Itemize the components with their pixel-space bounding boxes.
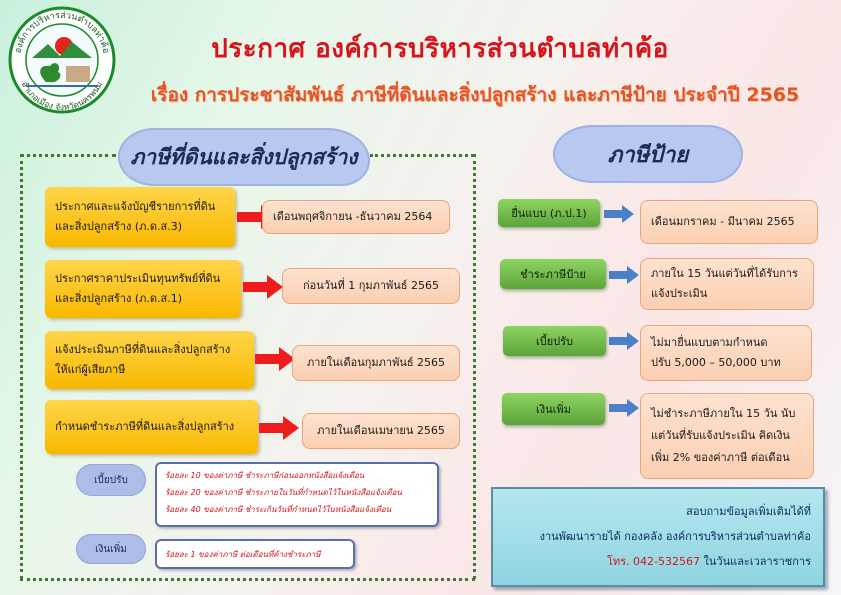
- sign-item-1-result: เดือนมกราคม - มีนาคม 2565: [640, 200, 818, 244]
- blue-arrow-icon: [604, 205, 634, 223]
- blue-arrow-icon: [609, 266, 639, 284]
- blue-arrow-icon: [609, 399, 639, 417]
- sign-item-4-result: ไม่ชำระภาษีภายใน 15 วัน นับ แต่วันที่รับ…: [640, 393, 814, 479]
- frame-top-right: [370, 154, 474, 157]
- contact-line-3: โทร. 042-532567 ในวันและเวลาราชการ: [505, 549, 811, 574]
- contact-line-1: สอบถามข้อมูลเพิ่มเติมได้ที่: [686, 505, 811, 518]
- blue-arrow-icon: [609, 332, 639, 350]
- sign-item-4: เงินเพิ่ม: [502, 393, 605, 425]
- contact-line-2: งานพัฒนารายได้ กองคลัง องค์การบริหารส่วน…: [539, 530, 811, 543]
- land-step-2-result: ก่อนวันที่ 1 กุมภาพันธ์ 2565: [282, 268, 460, 304]
- sign-item-2-result: ภายใน 15 วันแต่วันที่ได้รับการ แจ้งประเม…: [640, 258, 814, 310]
- field-icon: [66, 66, 90, 82]
- land-step-1: ประกาศและแจ้งบัญชีรายการที่ดิน และสิ่งปล…: [45, 187, 235, 247]
- land-step-1-result: เดือนพฤศจิกายน -ธันวาคม 2564: [262, 200, 450, 234]
- tambon-logo: องค์การบริหารส่วนตำบลท่าค้อ อำเภอเมือง จ…: [8, 6, 116, 114]
- land-penalty-label: เบี้ยปรับ: [76, 464, 146, 496]
- frame-bottom: [20, 578, 475, 581]
- sign-item-3: เบี้ยปรับ: [503, 326, 606, 356]
- red-arrow-icon: [243, 275, 283, 299]
- contact-info: สอบถามข้อมูลเพิ่มเติมได้ที่ งานพัฒนารายไ…: [491, 487, 825, 587]
- red-arrow-icon: [259, 416, 299, 440]
- land-penalty-note: ร้อยละ 10 ของค่าภาษี ชำระภาษีก่อนออกหนัง…: [155, 462, 439, 527]
- frame-right: [473, 154, 476, 579]
- land-tax-heading: ภาษีที่ดินและสิ่งปลูกสร้าง: [118, 128, 370, 186]
- sign-item-1: ยื่นแบบ (ภ.ป.1): [498, 199, 600, 227]
- land-surcharge-label: เงินเพิ่ม: [76, 534, 146, 564]
- sign-item-2: ชำระภาษีป้าย: [500, 259, 606, 289]
- page-subtitle: เรื่อง การประชาสัมพันธ์ ภาษีที่ดินและสิ่…: [150, 84, 800, 106]
- contact-phone: โทร. 042-532567: [606, 555, 701, 568]
- contact-hours: ในวันและเวลาราชการ: [703, 555, 811, 568]
- sign-tax-heading: ภาษีป้าย: [553, 125, 743, 183]
- land-step-4-result: ภายในเดือนเมษายน 2565: [302, 413, 460, 449]
- land-surcharge-note: ร้อยละ 1 ของค่าภาษี ต่อเดือนที่ค้างชำระภ…: [155, 539, 355, 569]
- sign-item-3-result: ไม่มายื่นแบบตามกำหนด ปรับ 5,000 – 50,000…: [640, 325, 812, 381]
- land-step-4: กำหนดชำระภาษีที่ดินและสิ่งปลูกสร้าง: [45, 400, 258, 454]
- land-step-3: แจ้งประเมินภาษีที่ดินและสิ่งปลูกสร้าง ให…: [45, 331, 254, 389]
- mountain-icon: [32, 42, 92, 58]
- tree-icon: [40, 63, 61, 83]
- frame-top-left: [20, 154, 116, 157]
- red-arrow-icon: [255, 347, 295, 371]
- land-step-2: ประกาศราคาประเมินทุนทรัพย์ที่ดิน และสิ่ง…: [45, 260, 241, 318]
- page-title: ประกาศ องค์การบริหารส่วนตำบลท่าค้อ: [211, 34, 669, 64]
- frame-left: [20, 154, 23, 579]
- land-step-3-result: ภายในเดือนกุมภาพันธ์ 2565: [292, 345, 460, 381]
